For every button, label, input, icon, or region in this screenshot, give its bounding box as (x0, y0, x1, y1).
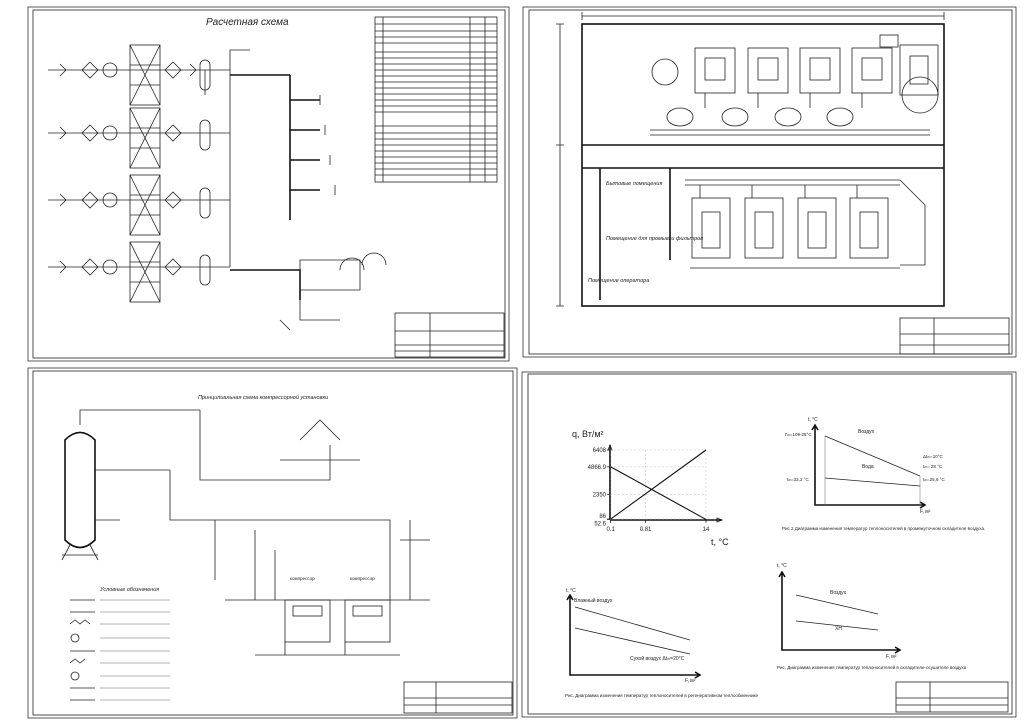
legend-title: Условные обозначения (99, 587, 159, 593)
chart4-axes (778, 570, 902, 654)
chart1-series-line-1 (610, 449, 707, 520)
sheet2-frame (522, 6, 1017, 358)
chart2-t-mid: tₘ= 28 °С (923, 464, 943, 469)
sheet3-inner-frame (32, 370, 514, 716)
chart2-t-right: tₘ=25,6 °С (923, 477, 945, 482)
chart4-air-label: Воздух (830, 590, 847, 596)
train-row-2 (48, 70, 231, 169)
chart2-caption: Рис.2 Диаграмма изменения температур теп… (782, 525, 985, 531)
chart-cooler-dryer: t, °С F, м² Воздух ХН Рис. Диаграмма изм… (777, 563, 967, 670)
chart4-caption: Рис. Диаграмма изменения температур тепл… (777, 664, 967, 670)
chart1-xlabel: t, °С (711, 537, 729, 547)
chart2-lines (824, 435, 921, 487)
chart2-dropdowns (824, 436, 921, 505)
sheet-equipment-layout-plan: Бытовые помещения Помещение для промывки… (522, 6, 1017, 358)
chart3-wet-air: Влажный воздух (574, 597, 613, 604)
chart2-air-label: Воздух (858, 429, 875, 435)
chart1-ylabel: q, Вт/м² (572, 429, 604, 439)
chart2-t-left: tₘ=33,2 °С (787, 477, 809, 482)
chart2-water-label: Вода (862, 464, 874, 470)
sheet3-title-block (403, 681, 513, 714)
chart1-xtick-label: 0.1 (607, 527, 616, 533)
sheet-compressor-principal-scheme: Принципиальная схема компрессорной устан… (27, 367, 518, 719)
chart4-lines (795, 594, 879, 631)
chart2-xlabel: F, м² (920, 509, 931, 515)
chart1-ytick-label: 52.6 (594, 521, 606, 527)
sheet1-inner-frame (32, 9, 506, 359)
chart2-t-in: t'ₘ=109-25°С (785, 432, 812, 437)
sheet1-frame (27, 6, 510, 362)
dimension-lines (556, 12, 945, 307)
chart-heat-flux: q, Вт/м² t, °С 52.686 2350 4866.9 6408 0.1 0.… (572, 429, 729, 547)
legend-symbols (69, 599, 170, 701)
train-row-4 (48, 200, 231, 303)
chart1-xtick-label: 14 (703, 527, 710, 533)
chart1-axes (609, 445, 722, 521)
chart1-series-line-2 (610, 466, 707, 520)
chart2-dt: Δtₘ=10°С (923, 454, 943, 459)
building-walls (581, 23, 945, 307)
chart1-ytick-label: 2350 (593, 492, 607, 498)
chart2-axes (811, 423, 927, 509)
room-label-operator: Помещение оператора (588, 278, 649, 284)
equipment-foundations (651, 34, 939, 114)
sheet3-frame (27, 367, 518, 719)
sheet4-inner-frame (527, 373, 1013, 715)
chart-intercooler: t, °С F, м² Воздух Вода t'ₘ=109-25°С Δtₘ… (782, 417, 985, 531)
chart3-caption: Рис. Диаграмма изменения температур тепл… (565, 692, 759, 698)
chart3-xlabel: F, м² (685, 678, 696, 684)
sheet1-title: Расчетная схема (206, 17, 289, 28)
chart1-xtick-label: 0.81 (640, 527, 652, 533)
chart4-water-label: ХН (835, 626, 842, 632)
receivers-row (650, 93, 930, 136)
chart-regenerative-exchanger: t, °С F, м² Влажный воздух Сухой воздух … (565, 588, 759, 698)
label-compressor-b: компрессор (350, 576, 375, 581)
compressor-train-rows (48, 44, 250, 303)
sheet4-frame (521, 371, 1017, 718)
room-label-filter-washing: Помещение для промывки фильтров (606, 236, 703, 242)
chart3-lines (574, 606, 691, 655)
compressor-units-row (685, 179, 926, 269)
train-row-1 (48, 44, 250, 106)
sheet3-title: Принципиальная схема компрессорной устан… (198, 394, 328, 401)
chart3-ylabel: t, °С (566, 588, 576, 594)
sheet2-inner-frame (528, 9, 1013, 355)
chart4-ylabel: t, °С (777, 563, 787, 569)
sheet4-title-block (895, 681, 1009, 713)
chart1-ytick-label: 86 (599, 514, 606, 520)
sheet1-spec-table (374, 16, 498, 183)
sheet1-title-block (394, 312, 505, 358)
chart3-axes (566, 593, 702, 679)
sheet2-title-block (899, 317, 1010, 355)
room-label-welfare: Бытовые помещения (606, 181, 662, 187)
train-row-3 (48, 133, 231, 236)
sheet-calculation-scheme: Расчетная схема (27, 6, 510, 362)
chart2-ylabel: t, °С (808, 417, 818, 423)
sheet-temperature-diagrams: q, Вт/м² t, °С 52.686 2350 4866.9 6408 0.1 0.… (521, 371, 1017, 718)
chart1-ytick-label: 6408 (593, 448, 607, 454)
chart1-ytick-label: 4866.9 (588, 465, 607, 471)
chart3-dry-air: Сухой воздух Δtₘ=20°С (630, 655, 685, 662)
label-compressor-a: компрессор (290, 576, 315, 581)
compressor-housings (255, 599, 400, 656)
distribution-manifolds (230, 74, 387, 331)
vertical-receiver-tank (61, 409, 200, 561)
chart4-xlabel: F, м² (886, 654, 897, 660)
